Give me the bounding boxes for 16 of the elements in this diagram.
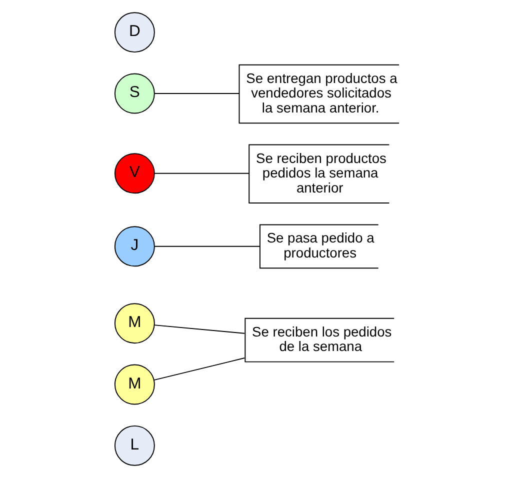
connector <box>153 358 244 381</box>
node-circle: M <box>114 303 154 344</box>
node-circle: J <box>114 226 154 267</box>
node-circle: V <box>114 153 154 194</box>
connector <box>154 93 240 94</box>
node-circle: M <box>114 364 154 405</box>
node-circle: L <box>114 425 154 466</box>
node-text: Se pasa pedido a productores <box>266 230 374 260</box>
connector <box>153 324 244 334</box>
node-text: Se reciben productos pedidos la semana anterior <box>256 150 386 196</box>
connector <box>154 172 249 174</box>
node-circle: S <box>114 73 154 114</box>
node-circle: D <box>114 12 154 53</box>
node-text: Se entregan productos a vendedores solicitados la semana anterior. <box>246 70 397 116</box>
connector <box>154 246 260 247</box>
node-text: Se reciben los pedidos de la semana <box>252 323 392 354</box>
